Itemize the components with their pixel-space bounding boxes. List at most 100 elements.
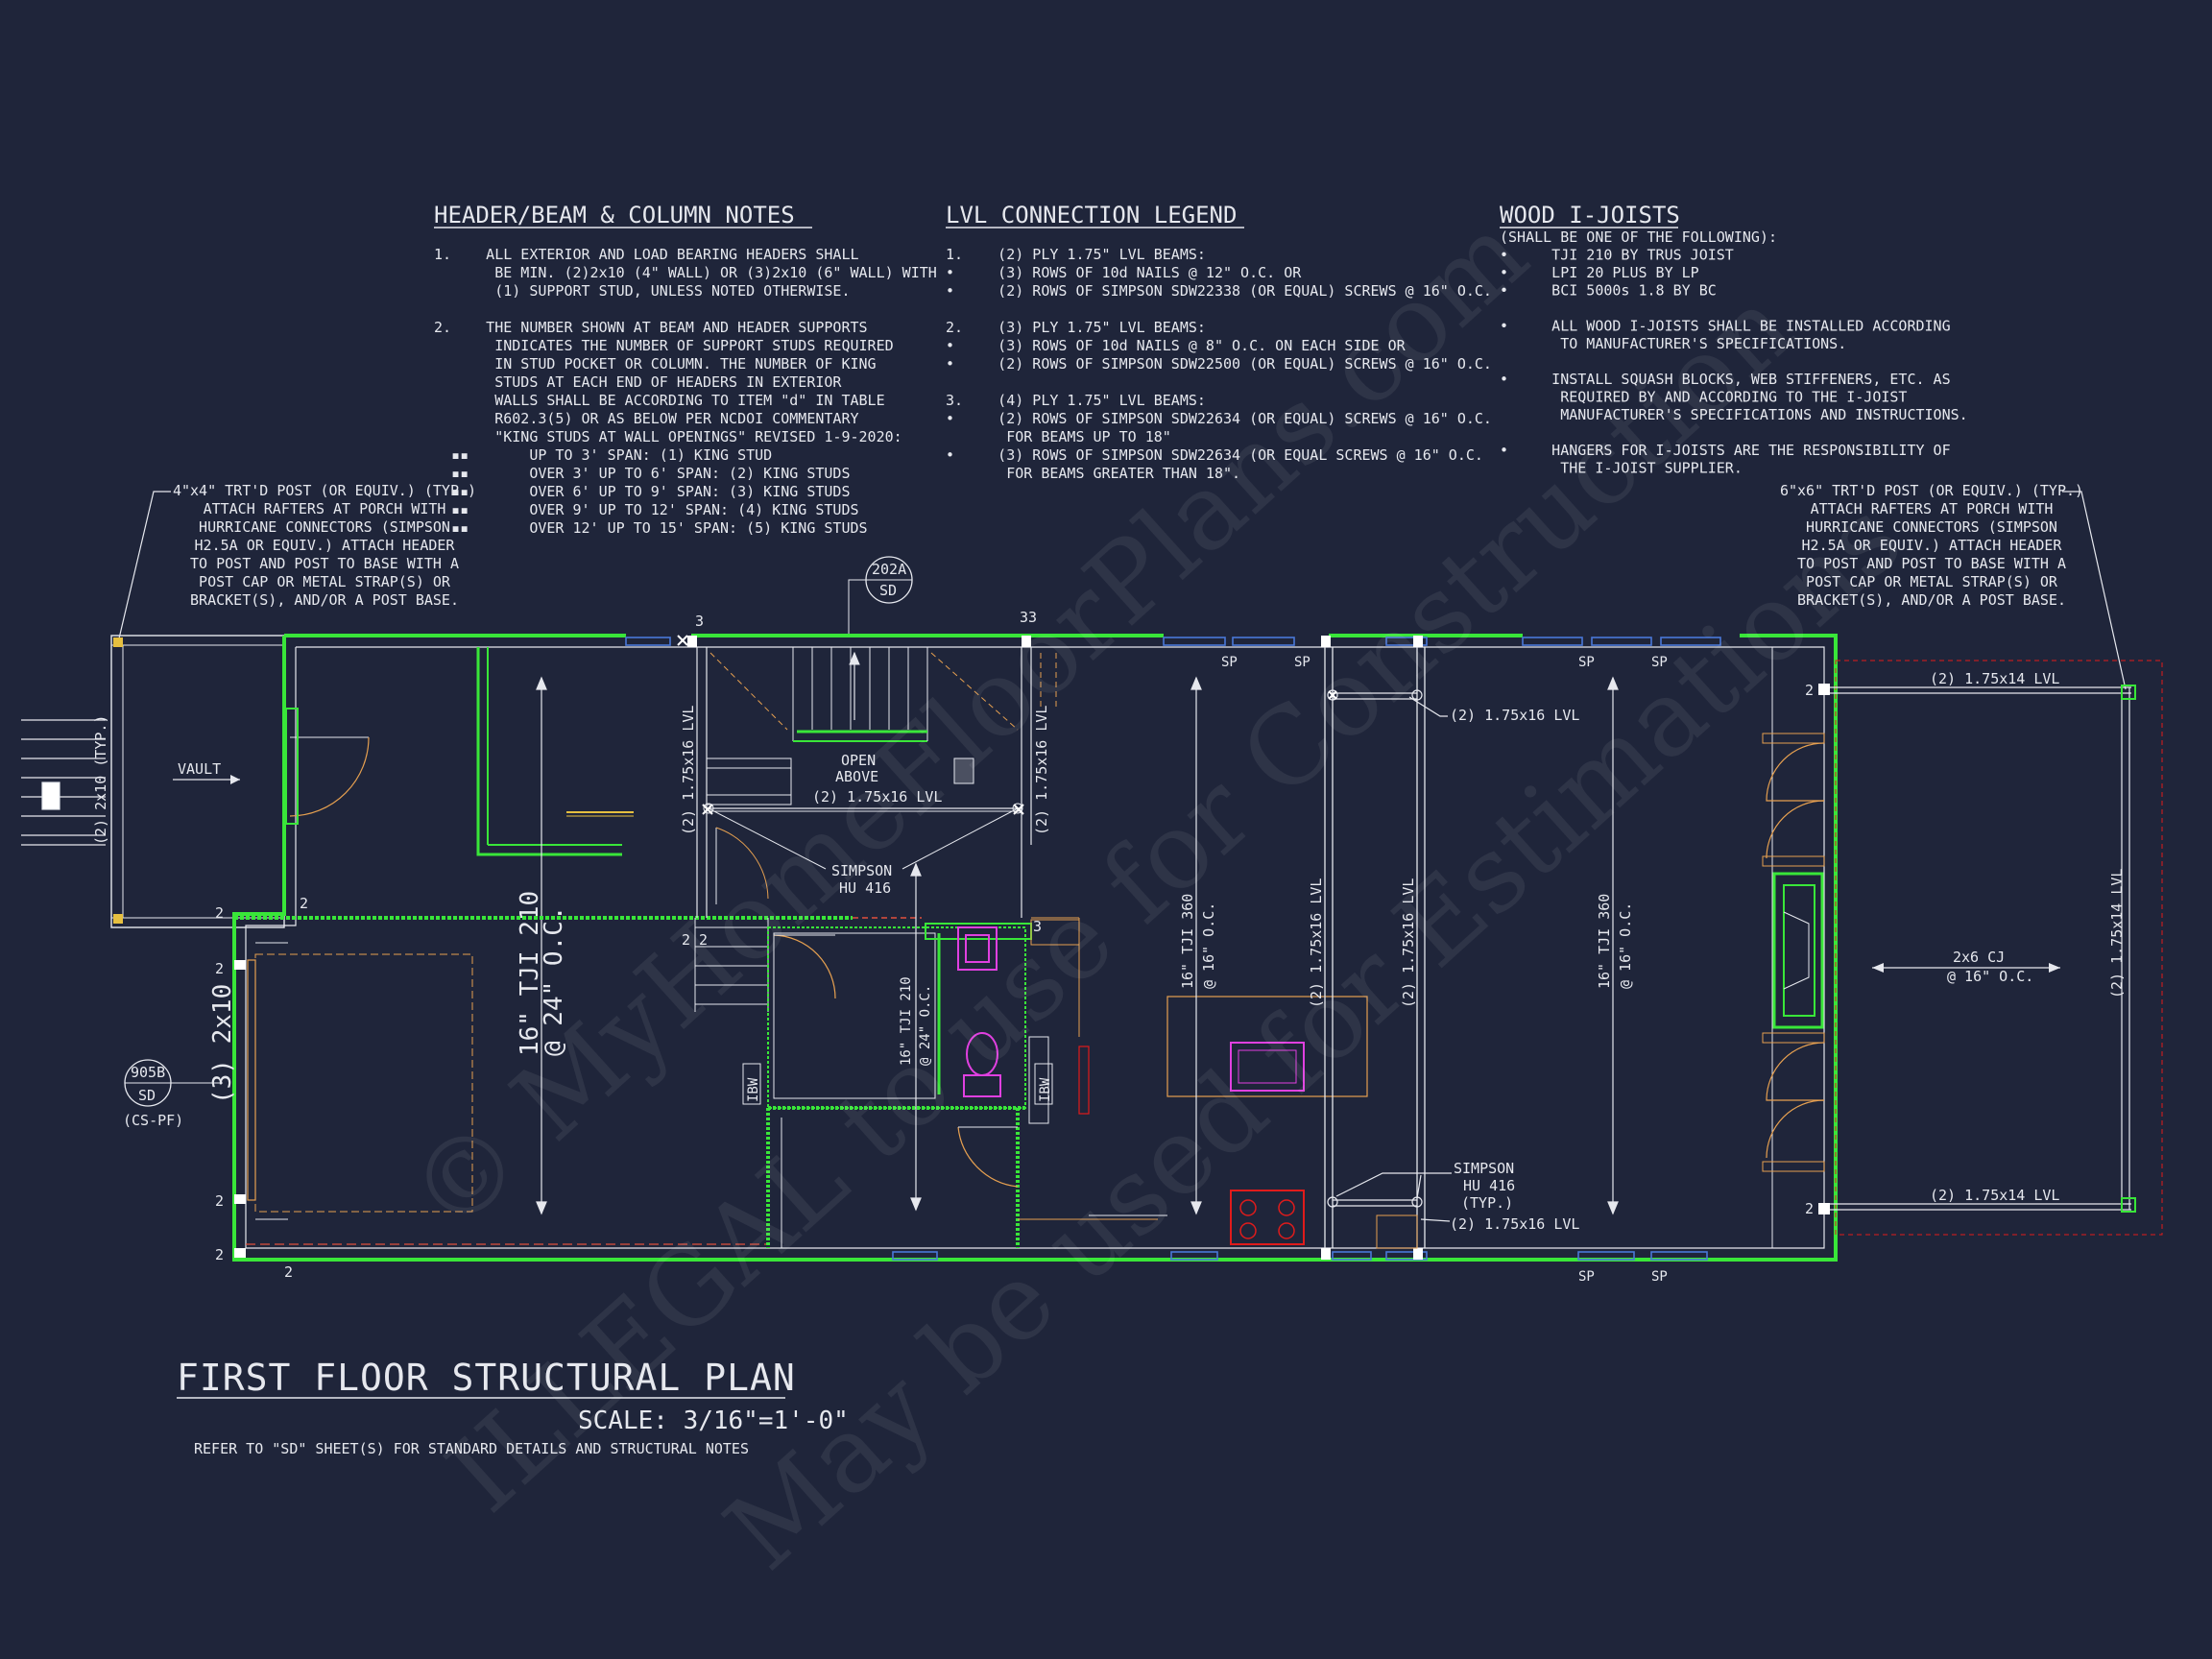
left-post-note-line: BRACKET(S), AND/OR A POST BASE.	[190, 591, 459, 609]
joist-mid-label-1: 16" TJI 210	[899, 976, 914, 1066]
lvl-beam-bottom	[1327, 1172, 1452, 1249]
svg-text:2: 2	[215, 1246, 224, 1263]
porch-header-left-label: (2) 2x10 (TYP.)	[92, 715, 109, 845]
right-post-note-line: TO POST AND POST TO BASE WITH A	[1797, 555, 2066, 572]
right-porch	[1830, 660, 2163, 1236]
cj-label-2: @ 16" O.C.	[1947, 968, 2033, 985]
i-joists-title: WOOD I-JOISTS	[1500, 202, 1680, 228]
open-above-2: ABOVE	[835, 768, 878, 785]
stud-counts: 3 33 2 2 2 2 2 2 2 2 3 2 2	[215, 609, 1814, 1281]
joist-living-label-1: 16" TJI 360	[1596, 894, 1613, 989]
ibw-tag-left: IBW	[742, 1063, 761, 1105]
left-post-note-line: 4"x4" TRT'D POST (OR EQUIV.) (TYP.)	[173, 482, 476, 499]
right-post-note-line: BRACKET(S), AND/OR A POST BASE.	[1797, 591, 2066, 609]
joist-arrow-left	[536, 676, 547, 1215]
detail-905b-bubble: 905B SD (CS-PF)	[123, 1059, 223, 1129]
i-joists-line: • TJI 210 BY TRUS JOIST	[1500, 247, 1734, 264]
lvl-vert-right-label: (2) 1.75x16 LVL	[1033, 706, 1050, 835]
lvl-top-label: (2) 1.75x16 LVL	[1450, 707, 1579, 724]
joist-kitchen-label-2: @ 16" O.C.	[1200, 902, 1217, 989]
joist-left-label-2: @ 24" O.C.	[540, 905, 568, 1056]
header-beam-note-line: INDICATES THE NUMBER OF SUPPORT STUDS RE…	[434, 337, 894, 354]
svg-text:2: 2	[1805, 1200, 1814, 1217]
lvl-legend-line: • (2) ROWS OF SIMPSON SDW22500 (OR EQUAL…	[946, 355, 1492, 373]
lvl-legend-line: • (3) ROWS OF 10d NAILS @ 8" O.C. ON EAC…	[946, 337, 1407, 354]
svg-text:IBW: IBW	[1038, 1077, 1053, 1102]
stair-area	[694, 647, 1057, 1012]
header-beam-notes-lines: 1. ALL EXTERIOR AND LOAD BEARING HEADERS…	[434, 246, 937, 537]
right-post-leader	[2062, 491, 2127, 690]
svg-text:2: 2	[215, 1192, 224, 1210]
plan-refer-note: REFER TO "SD" SHEET(S) FOR STANDARD DETA…	[194, 1440, 749, 1457]
i-joists-line: • HANGERS FOR I-JOISTS ARE THE RESPONSIB…	[1500, 442, 1951, 459]
entry-steps	[21, 719, 106, 846]
simpson1-label-1: SIMPSON	[831, 862, 892, 879]
x-markers	[677, 635, 1337, 815]
lvl-vert-b-label: (2) 1.75x16 LVL	[1400, 878, 1417, 1008]
left-post-note-line: HURRICANE CONNECTORS (SIMPSON	[199, 518, 450, 536]
svg-text:2: 2	[284, 1263, 293, 1281]
svg-text:3: 3	[1033, 918, 1042, 935]
lvl-beam-top	[1327, 689, 1448, 717]
header-beam-note-line: IN STUD POCKET OR COLUMN. THE NUMBER OF …	[434, 355, 877, 373]
joist-mid-label-2: @ 24" O.C.	[918, 985, 933, 1066]
header-beam-note-line: ▪▪ OVER 12' UP TO 15' SPAN: (5) KING STU…	[434, 519, 868, 537]
lvl-bottom-label: (2) 1.75x16 LVL	[1450, 1215, 1579, 1233]
cj-label-1: 2x6 CJ	[1953, 949, 2005, 966]
simpson1-label-2: HU 416	[839, 879, 891, 897]
lvl-legend-line: FOR BEAMS GREATER THAN 18".	[946, 465, 1240, 482]
plan-scale: SCALE: 3/16"=1'-0"	[578, 1407, 849, 1435]
right-post-note: 6"x6" TRT'D POST (OR EQUIV.) (TYP.)ATTAC…	[1780, 482, 2083, 609]
bath-core	[766, 917, 1158, 1248]
living-doors-fireplace	[1762, 647, 1825, 1248]
svg-text:2: 2	[215, 904, 224, 922]
svg-text:SP: SP	[1578, 655, 1595, 670]
right-post-note-line: HURRICANE CONNECTORS (SIMPSON	[1806, 518, 2057, 536]
svg-text:2: 2	[699, 931, 708, 949]
svg-text:SP: SP	[1221, 655, 1238, 670]
lvl-legend-line: FOR BEAMS UP TO 18"	[946, 428, 1171, 445]
lvl-legend-line: • (3) ROWS OF 10d NAILS @ 12" O.C. OR	[946, 264, 1302, 281]
detail-905b-sheet: SD	[138, 1087, 156, 1104]
simpson-leader-1	[703, 803, 1023, 870]
header-beam-notes-title: HEADER/BEAM & COLUMN NOTES	[434, 202, 795, 228]
lvl-vert-left-label: (2) 1.75x16 LVL	[680, 706, 697, 835]
joist-arrow-living	[1607, 676, 1619, 1215]
detail-202a-id: 202A	[872, 561, 906, 578]
lvl-legend-line: 3. (4) PLY 1.75" LVL BEAMS:	[946, 392, 1206, 409]
i-joists-line: REQUIRED BY AND ACCORDING TO THE I-JOIST	[1500, 389, 1907, 406]
simpson2-label-1: SIMPSON	[1454, 1160, 1514, 1177]
bath-fixtures	[957, 926, 1001, 1097]
lvl-stair-label: (2) 1.75x16 LVL	[812, 788, 942, 805]
svg-text:2: 2	[300, 895, 308, 912]
joist-kitchen-label-1: 16" TJI 360	[1179, 894, 1196, 989]
joist-living-label-2: @ 16" O.C.	[1617, 902, 1634, 989]
right-post-note-line: ATTACH RAFTERS AT PORCH WITH	[1811, 500, 2054, 517]
svg-text:IBW: IBW	[746, 1077, 761, 1102]
header-beam-note-line: 1. ALL EXTERIOR AND LOAD BEARING HEADERS…	[434, 246, 859, 263]
kitchen	[1089, 996, 1368, 1245]
detail-905b-id: 905B	[131, 1064, 165, 1081]
simpson2-label-2: HU 416	[1463, 1177, 1515, 1194]
header-beam-note-line: 2. THE NUMBER SHOWN AT BEAM AND HEADER S…	[434, 319, 868, 336]
header-beam-note-line: R602.3(5) OR AS BELOW PER NCDOI COMMENTA…	[434, 410, 859, 427]
left-post-note: 4"x4" TRT'D POST (OR EQUIV.) (TYP.)ATTAC…	[173, 482, 476, 609]
left-post-leader	[118, 491, 171, 639]
i-joists-line: • BCI 5000s 1.8 BY BC	[1500, 282, 1717, 300]
front-room	[285, 647, 634, 856]
detail-905b-note: (CS-PF)	[123, 1112, 183, 1129]
lvl-legend-lines: 1. (2) PLY 1.75" LVL BEAMS:• (3) ROWS OF…	[946, 246, 1492, 482]
header-beam-note-line: (1) SUPPORT STUD, UNLESS NOTED OTHERWISE…	[434, 282, 850, 300]
open-above-1: OPEN	[841, 752, 876, 769]
right-post-note-line: H2.5A OR EQUIV.) ATTACH HEADER	[1802, 537, 2063, 554]
left-post-note-line: ATTACH RAFTERS AT PORCH WITH	[204, 500, 446, 517]
bottom-windows	[892, 1251, 1708, 1261]
support-posts	[234, 636, 1830, 1260]
lvl-legend-title: LVL CONNECTION LEGEND	[946, 202, 1237, 228]
i-joists-line: THE I-JOIST SUPPLIER.	[1500, 460, 1743, 477]
simpson2-label-3: (TYP.)	[1461, 1194, 1513, 1212]
i-joists-line: • LPI 20 PLUS BY LP	[1500, 264, 1699, 281]
i-joists-line: TO MANUFACTURER'S SPECIFICATIONS.	[1500, 335, 1846, 352]
hatched-column	[1078, 1046, 1090, 1115]
